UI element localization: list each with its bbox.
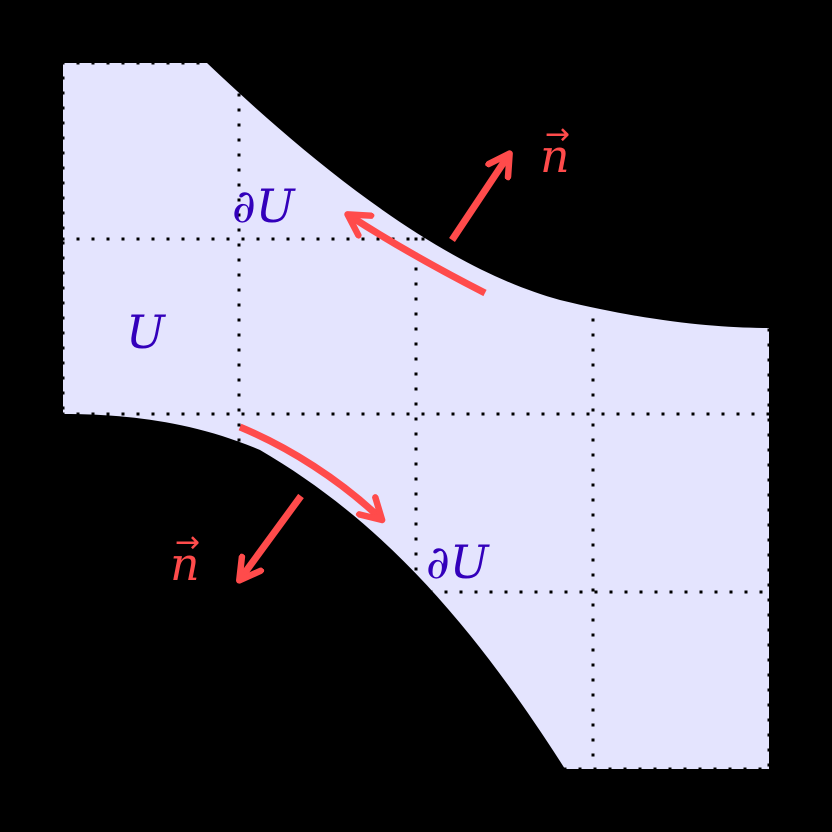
normal-label-upper-vector-icon: → [545,117,570,152]
boundary-label-lower: ∂U [426,535,491,589]
region-label-u: U [126,305,167,359]
normal-arrow-lower [241,493,304,578]
boundary-label-upper: ∂U [232,179,297,233]
region-u-fill [63,63,769,769]
normal-label-upper: n [540,129,570,183]
tangent-arrow-lower [238,423,380,518]
tangent-arrow-upper [350,216,487,297]
normal-label-lower-vector-icon: → [175,525,200,560]
normal-label-lower: n [170,537,200,591]
dotted-grid [61,61,771,771]
normal-arrow-upper [449,156,508,242]
